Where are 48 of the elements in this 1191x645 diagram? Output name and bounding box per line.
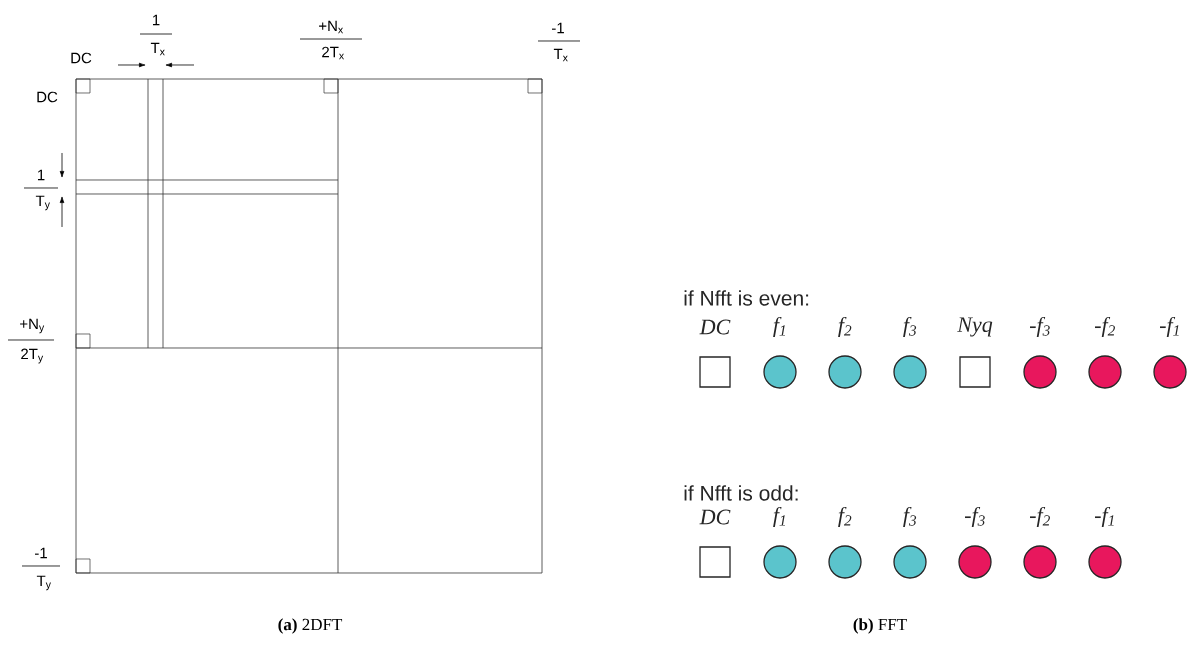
axis-label: +N$_{y}$ xyxy=(20,318,45,334)
axis-label: -1 xyxy=(552,22,564,34)
circle-marker xyxy=(763,545,797,579)
axis-label: DC xyxy=(37,91,58,103)
frequency-label: -f$_{2}$ xyxy=(1030,506,1050,528)
frequency-label: f$_{2}$ xyxy=(838,316,852,338)
axis-label: 2T$_{y}$ xyxy=(21,348,44,364)
circle-marker xyxy=(1088,355,1122,389)
circle-marker xyxy=(763,355,797,389)
axis-label: DC xyxy=(71,52,92,64)
axis-label: T$_{x}$ xyxy=(150,42,165,56)
circle-marker xyxy=(1088,545,1122,579)
circle-marker xyxy=(828,545,862,579)
square-marker xyxy=(959,356,991,388)
axis-label: 2T$_{x}$ xyxy=(322,46,344,60)
axis-label: T$_{y}$ xyxy=(35,195,50,211)
axis-label: 1 xyxy=(153,14,160,26)
frequency-label: f$_{1}$ xyxy=(773,506,785,528)
frequency-label: f$_{3}$ xyxy=(903,506,917,528)
circle-marker xyxy=(1153,355,1187,389)
row-heading: if Nfft is even: xyxy=(684,290,809,306)
axis-label: 1 xyxy=(38,169,45,181)
panel-caption: (a) 2DFT xyxy=(278,618,343,634)
frequency-label: -f$_{1}$ xyxy=(1160,316,1179,338)
axis-label: -1 xyxy=(35,547,47,559)
frequency-label: -f$_{3}$ xyxy=(965,506,985,528)
axis-label: T$_{x}$ xyxy=(553,48,568,62)
square-marker xyxy=(699,546,731,578)
frequency-label: -f$_{2}$ xyxy=(1095,316,1115,338)
frequency-label: f$_{1}$ xyxy=(773,316,785,338)
frequency-label: -f$_{1}$ xyxy=(1095,506,1114,528)
circle-marker xyxy=(1023,545,1057,579)
axis-label: +N$_{x}$ xyxy=(319,20,344,34)
circle-marker xyxy=(958,545,992,579)
row-heading: if Nfft is odd: xyxy=(684,485,798,501)
frequency-label: DC xyxy=(699,319,731,335)
frequency-label: f$_{2}$ xyxy=(838,506,852,528)
circle-marker xyxy=(828,355,862,389)
square-marker xyxy=(699,356,731,388)
circle-marker xyxy=(1023,355,1057,389)
frequency-label: f$_{3}$ xyxy=(903,316,917,338)
panel-caption: (b) FFT xyxy=(853,618,907,634)
frequency-label: DC xyxy=(699,509,731,525)
frequency-label: Nyq xyxy=(957,317,993,337)
circle-marker xyxy=(893,545,927,579)
axis-label: T$_{y}$ xyxy=(36,575,51,591)
frequency-label: -f$_{3}$ xyxy=(1030,316,1050,338)
circle-marker xyxy=(893,355,927,389)
